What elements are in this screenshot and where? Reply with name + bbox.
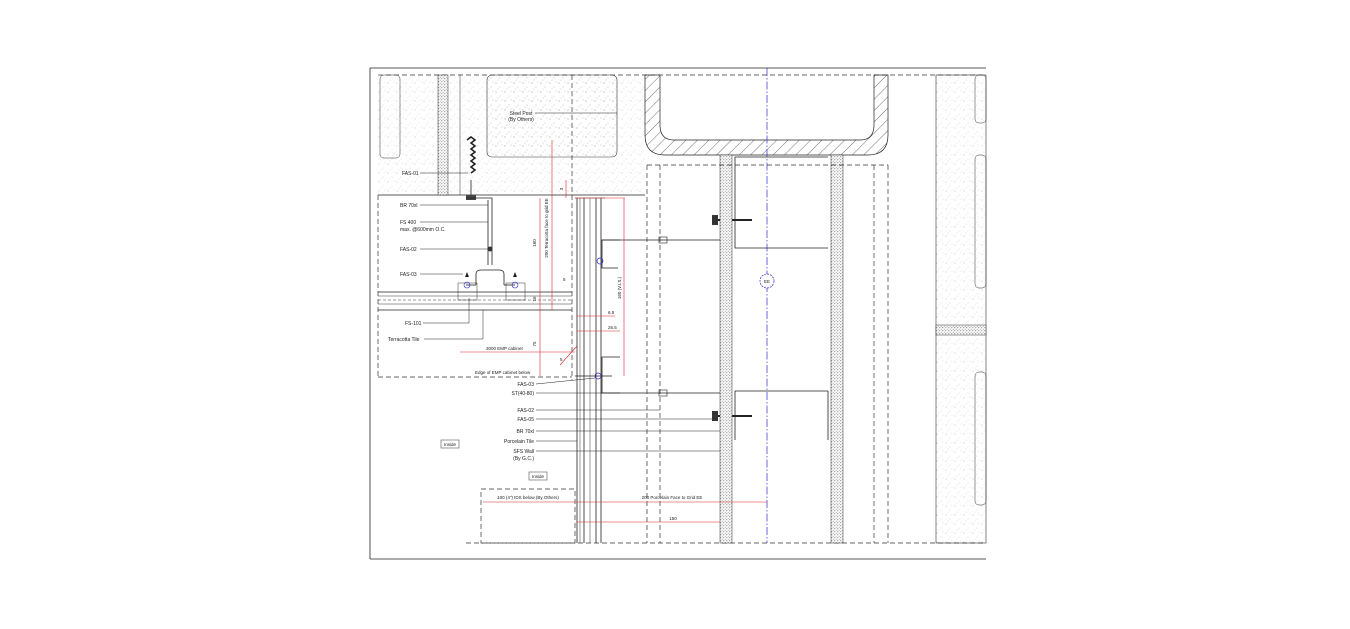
label-fas-01: FAS-01 [402,171,419,177]
label-steel-post: Steel Post [510,111,533,117]
dim-75: 75 [532,341,537,347]
label-steel-post-note: (By Others) [508,117,534,123]
label-sfs-wall: SFS Wall [513,449,534,455]
dim-3: 3 [559,187,564,190]
label-fs400-note: max. @600mm O.C. [400,227,446,233]
dim-terracotta-to-grid: 200 Terracotta face to grid EE [544,198,549,257]
sfs-studs [646,154,889,544]
ids-below-outline [480,488,576,544]
porcelain-cladding [575,197,605,543]
label-br70: BR 70xl [516,429,534,435]
dim-ids-below: 100 (4") IDS below (By Others) [497,495,559,500]
dim-160: 160 [532,239,537,247]
label-fas-03: FAS-03 [517,382,534,388]
label-emp-cabinet: 3000 EMP cabinet [486,346,523,351]
dim-26-5: 26.5 [608,325,617,330]
label-fas-05: FAS-05 [517,417,534,423]
hanger-assembly [463,136,519,289]
dim-16: 16 [532,296,537,302]
inside-tag-2 [528,471,548,481]
grid-bubble-label: EE [764,279,770,284]
grid-line-ee: EE [759,68,775,543]
dim-porcelain-to-grid: 200 Porcelain Face to Grid EE [642,495,703,500]
label-terracotta-tile: Terracotta Tile [388,337,420,343]
label-emp-edge: Edge of EMP cabinet below [475,370,531,375]
label-fs-101: FS-101 [405,321,422,327]
dim-5b: 5 [560,357,563,362]
label-fas-03-top: FAS-03 [400,272,417,278]
label-inside-1: Inside [444,442,457,447]
dim-5a: 5 [563,277,566,282]
label-inside-2: Inside [532,474,545,479]
dimension-lines: 200 Terracotta face to grid EE 160 160 (… [460,140,767,523]
steel-tube [644,74,889,156]
label-fas-02: FAS-02 [517,408,534,414]
label-st: ST(40-80) [511,391,534,397]
ceiling-zone [377,195,572,378]
label-porcelain-tile: Porcelain Tile [504,439,534,445]
label-br70-top: BR 70xl [400,203,418,209]
steel-post [486,74,618,158]
annotations: Steel Post (By Others) FAS-01 BR 70xl FS… [388,111,720,481]
label-fas-02-top: FAS-02 [400,247,417,253]
label-fs400: FS 400 [400,220,416,226]
dim-160-vis: 160 (V.I.S.) [617,276,622,299]
dim-150: 150 [669,516,677,521]
inside-tag-1 [440,439,460,449]
label-sfs-note: (By G.C.) [513,456,534,462]
dim-6-5: 6.5 [608,310,615,315]
right-concrete-wall [935,74,987,544]
